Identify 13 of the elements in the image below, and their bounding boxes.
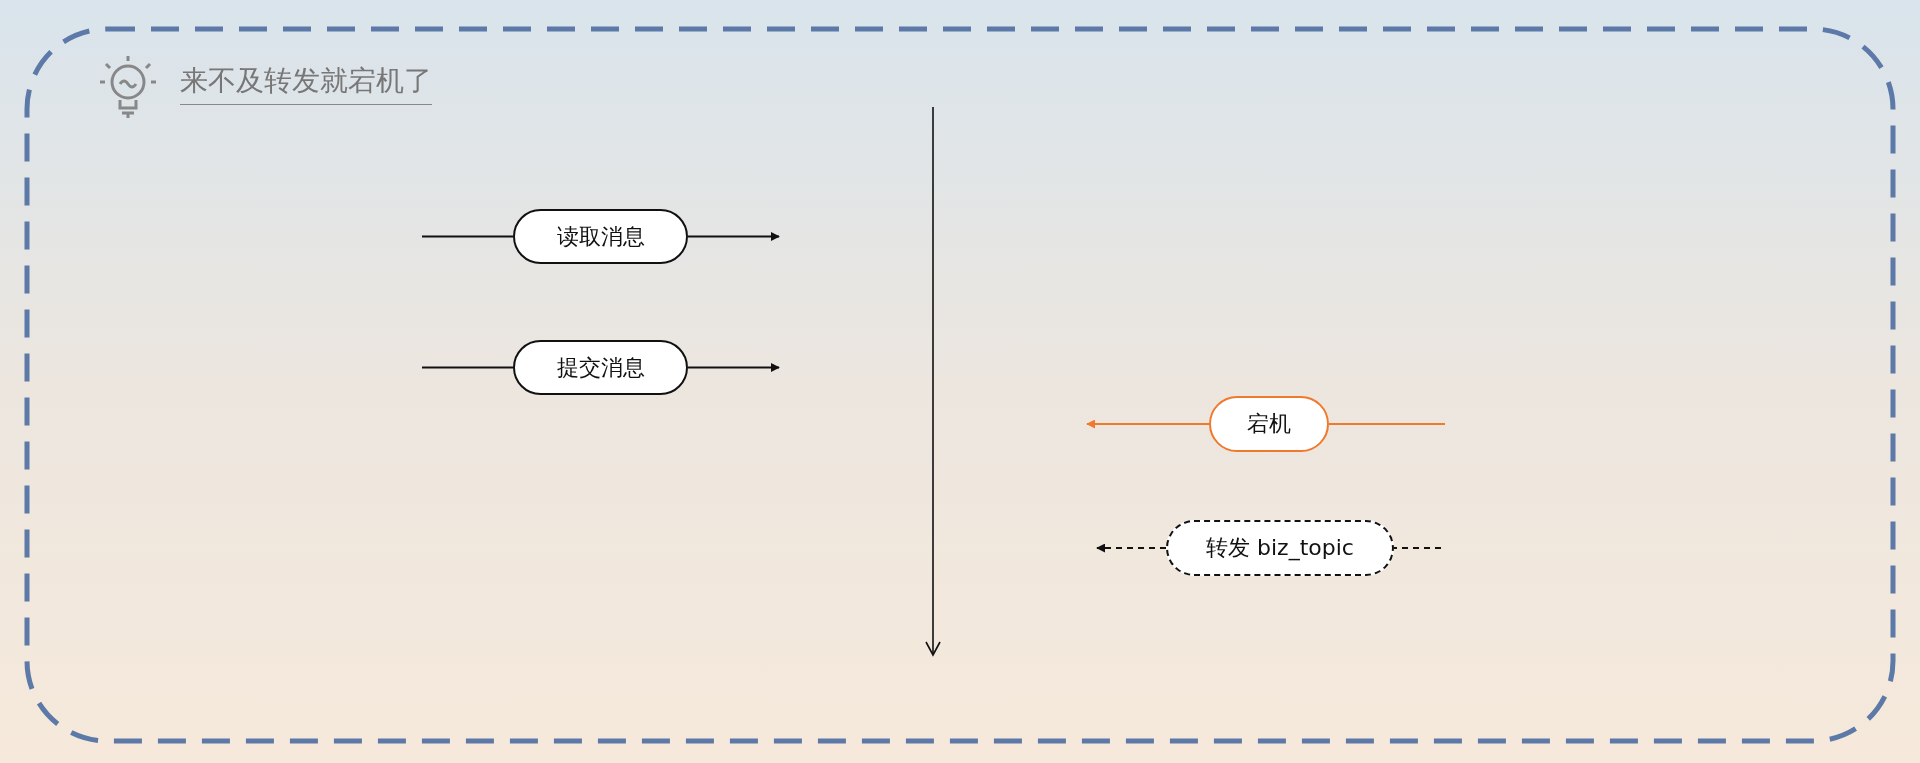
heading: 来不及转发就宕机了 bbox=[180, 62, 432, 105]
node-label: 读取消息 bbox=[556, 222, 645, 251]
arrow bbox=[1096, 543, 1167, 553]
node-label: 提交消息 bbox=[556, 353, 645, 382]
node-label: 宕机 bbox=[1247, 410, 1291, 438]
pill-box bbox=[513, 209, 688, 264]
pill-box bbox=[513, 340, 688, 395]
arrow bbox=[1086, 419, 1210, 429]
node-label: 转发 biz_topic bbox=[1206, 534, 1354, 563]
pill-box bbox=[1166, 520, 1394, 576]
arrow bbox=[687, 363, 780, 372]
pill-box bbox=[1209, 396, 1329, 452]
arrow bbox=[687, 232, 780, 241]
